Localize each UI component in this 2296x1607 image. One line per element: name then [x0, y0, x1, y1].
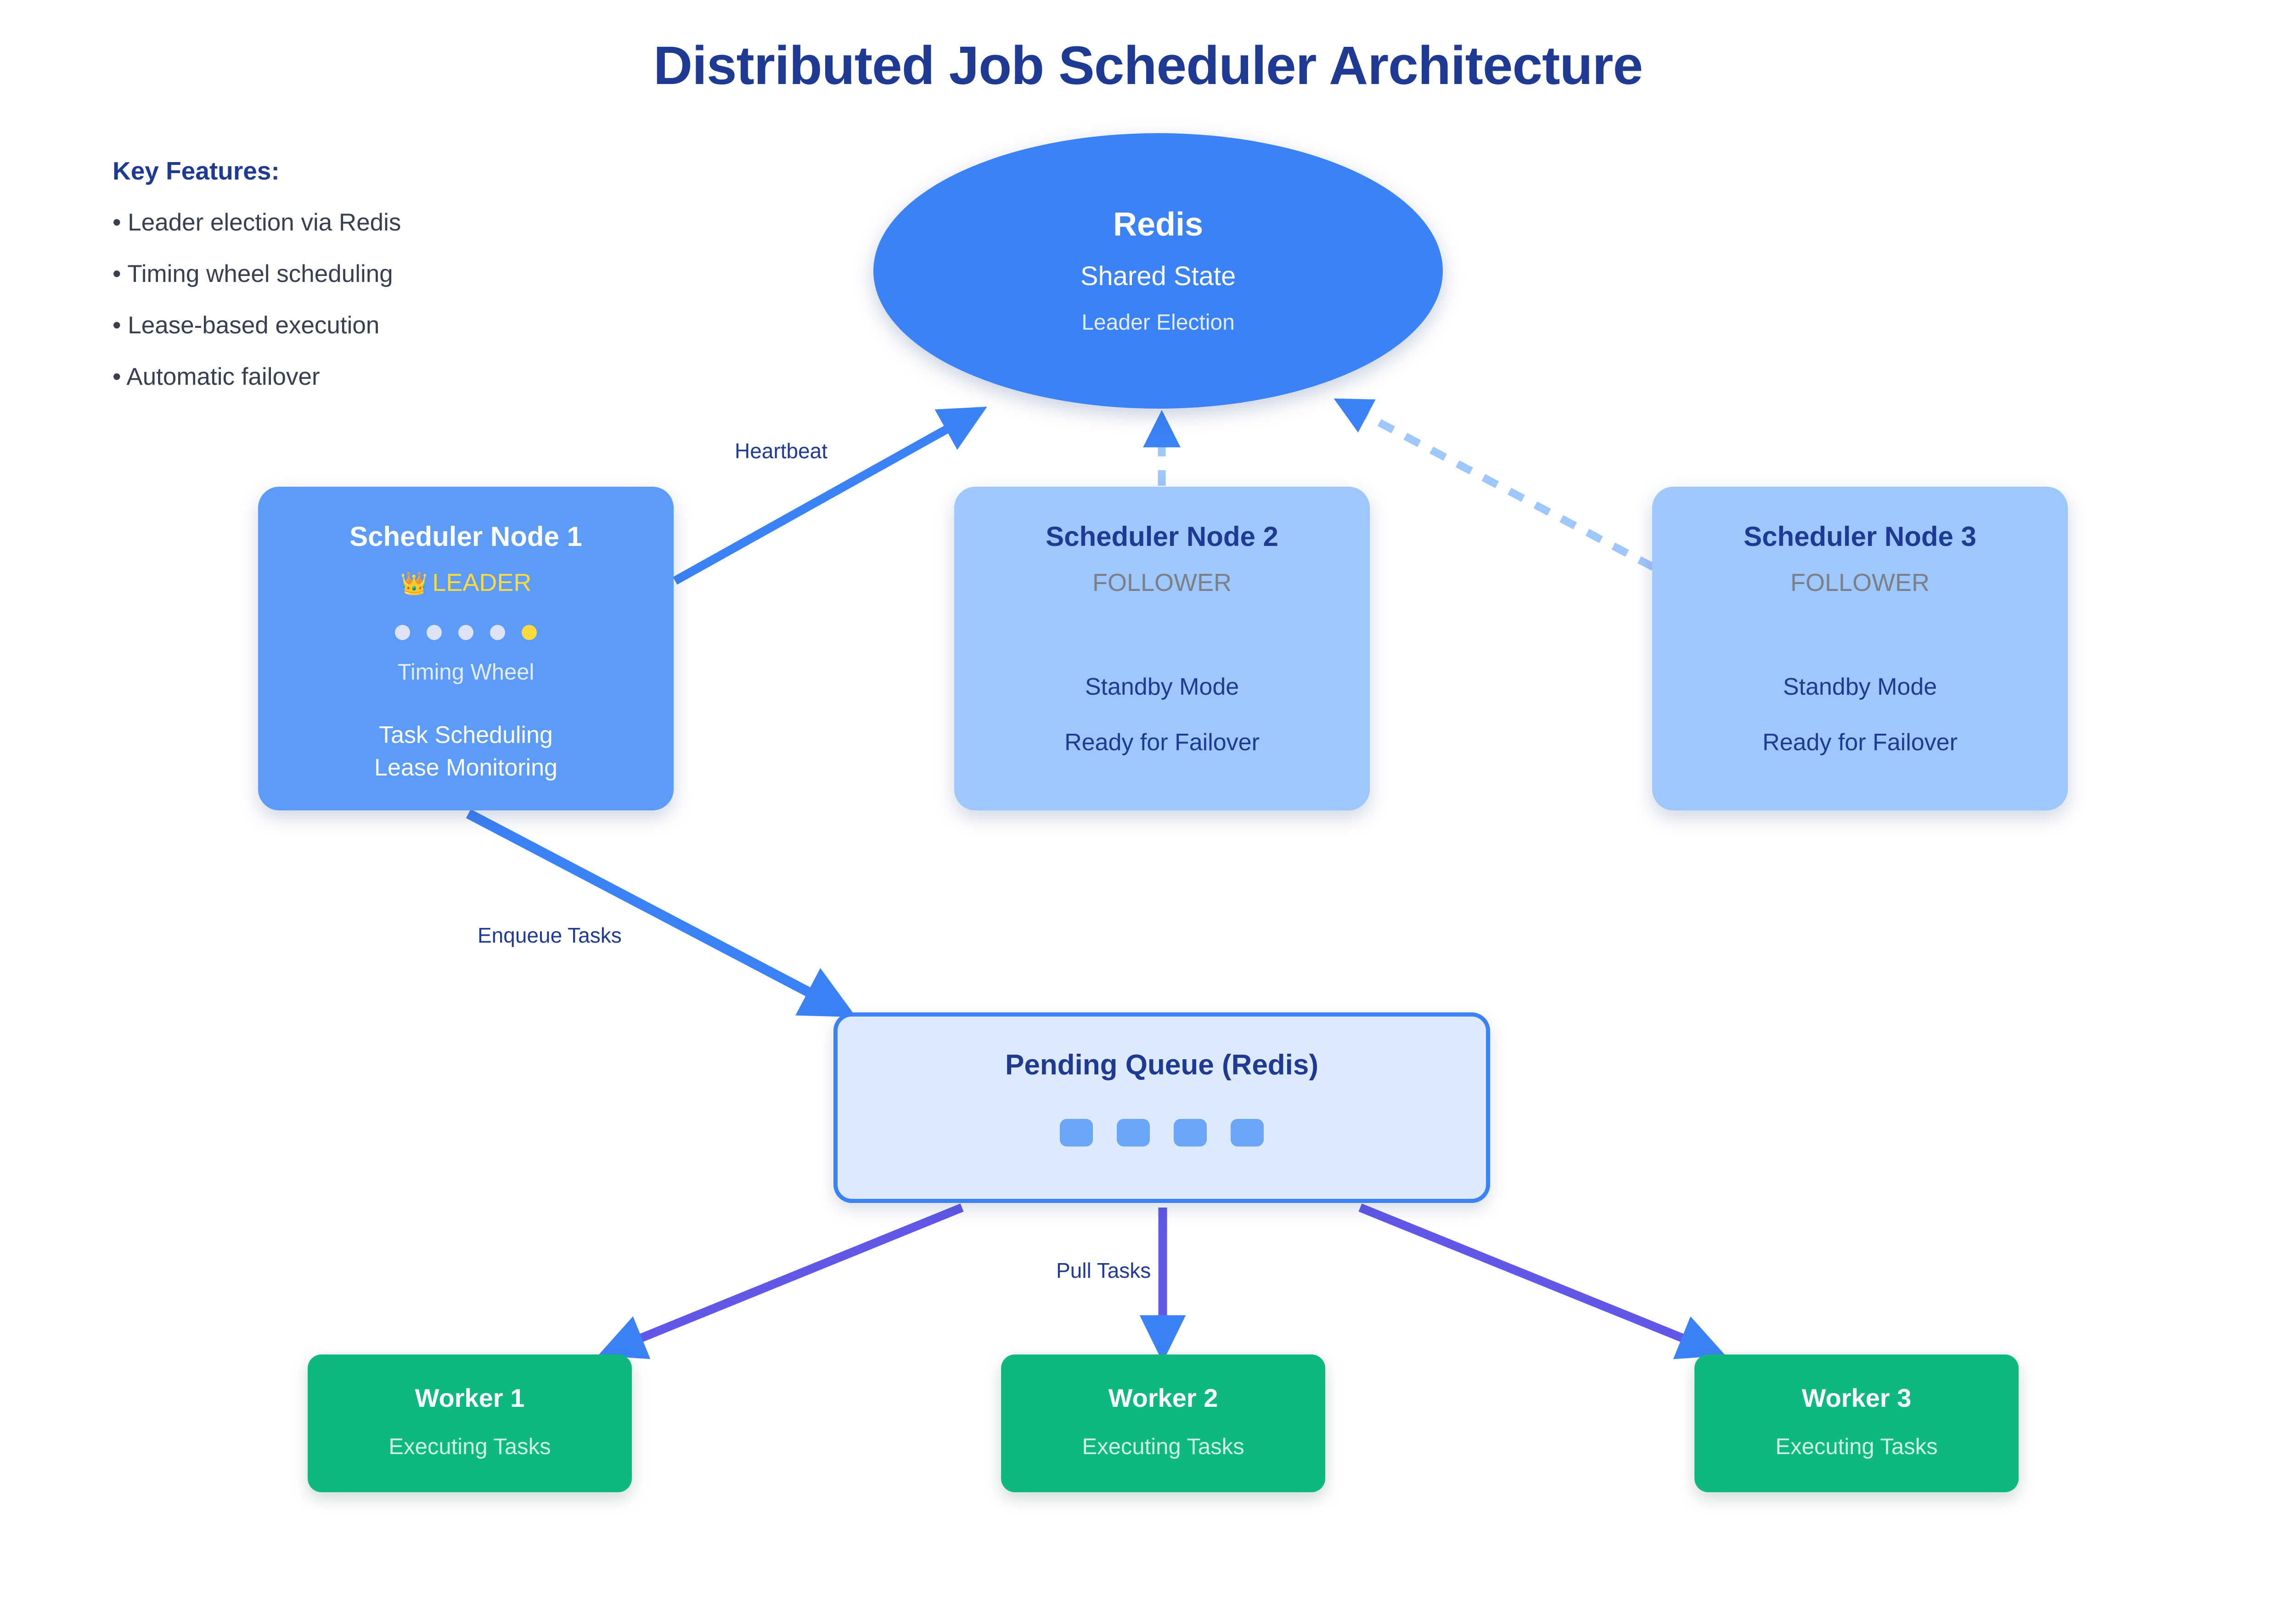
feature-item: • Lease-based execution: [113, 312, 380, 339]
queue-task-item: [1174, 1119, 1207, 1146]
scheduler-node-3-line-2: Ready for Failover: [1762, 729, 1958, 756]
scheduler-node-1-role: 👑LEADER: [400, 569, 532, 596]
scheduler-node-2-role: FOLLOWER: [1092, 569, 1232, 596]
crown-icon: 👑: [400, 572, 428, 596]
pending-queue-title: Pending Queue (Redis): [1005, 1049, 1319, 1081]
queue-task-item: [1117, 1119, 1150, 1146]
worker-node-2[interactable]: Worker 2 Executing Tasks: [1001, 1354, 1325, 1492]
worker-node-1[interactable]: Worker 1 Executing Tasks: [308, 1354, 632, 1492]
scheduler-node-3[interactable]: Scheduler Node 3 FOLLOWER Standby Mode R…: [1652, 487, 2068, 810]
scheduler-node-2-line-1: Standby Mode: [1085, 674, 1239, 701]
scheduler-node-3-role: FOLLOWER: [1790, 569, 1930, 596]
worker-node-3[interactable]: Worker 3 Executing Tasks: [1694, 1354, 2019, 1492]
scheduler-node-3-line-1: Standby Mode: [1783, 674, 1937, 701]
redis-subtitle-leader-election: Leader Election: [1081, 310, 1235, 335]
scheduler-node-3-title: Scheduler Node 3: [1744, 521, 1976, 552]
scheduler-node-2-line-2: Ready for Failover: [1064, 729, 1260, 756]
scheduler-node-1-role-label: LEADER: [432, 569, 532, 596]
key-features-panel: Key Features: • Leader election via Redi…: [113, 156, 572, 414]
queue-task-item: [1060, 1119, 1093, 1146]
pending-queue-node[interactable]: Pending Queue (Redis): [833, 1012, 1490, 1203]
edge-node3-to-redis: [1334, 398, 1655, 571]
feature-item: • Leader election via Redis: [113, 209, 401, 236]
scheduler-node-2-details: Standby Mode Ready for Failover: [1064, 671, 1260, 758]
timing-wheel-dot: [427, 625, 442, 641]
key-features-heading: Key Features:: [113, 157, 280, 185]
feature-item: • Automatic failover: [113, 363, 320, 390]
worker-node-2-status: Executing Tasks: [1082, 1434, 1244, 1459]
scheduler-node-2-title: Scheduler Node 2: [1046, 521, 1278, 552]
timing-wheel-dot: [395, 625, 410, 641]
edge-label-enqueue: Enqueue Tasks: [478, 923, 622, 947]
scheduler-node-1-details: Task Scheduling Lease Monitoring: [374, 719, 557, 783]
scheduler-node-1-line-2: Lease Monitoring: [374, 754, 557, 781]
redis-subtitle-shared-state: Shared State: [1080, 261, 1236, 291]
timing-wheel-dot: [458, 625, 473, 641]
scheduler-node-1-line-1: Task Scheduling: [379, 722, 553, 749]
feature-item: • Timing wheel scheduling: [113, 260, 393, 287]
page-title: Distributed Job Scheduler Architecture: [653, 35, 1643, 96]
scheduler-node-3-details: Standby Mode Ready for Failover: [1762, 671, 1958, 758]
timing-wheel-dot: [490, 625, 505, 641]
scheduler-node-1[interactable]: Scheduler Node 1 👑LEADER Timing Wheel Ta…: [258, 487, 674, 810]
redis-node[interactable]: Redis Shared State Leader Election: [873, 133, 1443, 409]
worker-node-2-title: Worker 2: [1108, 1383, 1218, 1412]
scheduler-node-2[interactable]: Scheduler Node 2 FOLLOWER Standby Mode R…: [954, 487, 1370, 810]
edge-label-heartbeat: Heartbeat: [735, 439, 828, 463]
worker-node-3-status: Executing Tasks: [1775, 1434, 1938, 1459]
edge-label-pull: Pull Tasks: [1056, 1259, 1151, 1282]
timing-wheel-dot-active: [522, 625, 537, 641]
pending-queue-tasks: [1060, 1119, 1264, 1146]
worker-node-1-status: Executing Tasks: [388, 1434, 551, 1459]
worker-node-1-title: Worker 1: [415, 1383, 525, 1412]
edge-queue-to-worker3: [1358, 1203, 1726, 1360]
queue-task-item: [1231, 1119, 1264, 1146]
worker-node-3-title: Worker 3: [1801, 1383, 1912, 1412]
scheduler-node-1-title: Scheduler Node 1: [349, 521, 582, 552]
edge-queue-to-worker1: [598, 1203, 964, 1360]
timing-wheel-label: Timing Wheel: [397, 660, 535, 685]
edge-node1-to-queue: [466, 809, 856, 1017]
redis-title: Redis: [1113, 206, 1204, 243]
edge-node1-to-redis: [673, 406, 987, 585]
timing-wheel-dots: [395, 625, 537, 641]
